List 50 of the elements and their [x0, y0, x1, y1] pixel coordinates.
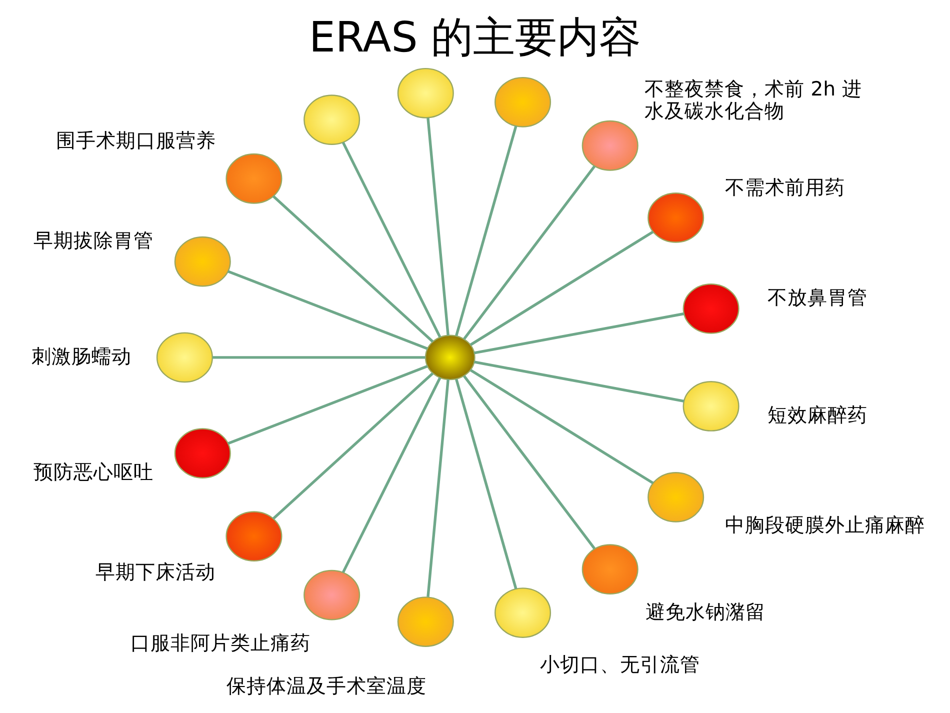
node-circle: [304, 94, 360, 146]
node-circle: [226, 153, 282, 204]
node-label: 不需术前用药: [724, 176, 845, 200]
connector: [470, 368, 654, 484]
connector: [228, 365, 428, 445]
node-circle: [682, 283, 740, 334]
node-label: 短效麻醉药: [767, 404, 868, 427]
node-label: 不放鼻胃管: [767, 286, 868, 309]
node-circle: [494, 76, 552, 128]
node-circle: [682, 381, 740, 432]
node-circle: [397, 596, 454, 647]
diagram-title: ERAS 的主要内容: [308, 12, 642, 62]
node-label: 围手术期口服营养: [56, 128, 216, 152]
node-circle: [156, 332, 213, 383]
node-label: 刺激肠蠕动: [32, 344, 132, 368]
node-label: 小切口、无引流管: [540, 652, 700, 676]
connector: [426, 379, 450, 598]
node-label: 早期拔除胃管: [33, 229, 154, 252]
node-circle: [582, 544, 638, 594]
connector: [462, 375, 596, 550]
connector: [342, 377, 442, 574]
node-circle: [424, 334, 476, 380]
node-label: 中胸段硬膜外止痛麻醉: [724, 513, 925, 536]
node-circle: [582, 120, 638, 171]
node-label: 避免水钠潴留: [646, 600, 766, 624]
connector: [474, 312, 684, 354]
node-circle: [397, 68, 454, 118]
connector: [455, 126, 518, 336]
connector: [455, 378, 518, 590]
node-circle: [648, 192, 704, 243]
node-circle: [174, 236, 231, 287]
connector: [426, 118, 450, 336]
node-label: 口服非阿片类止痛药: [130, 631, 310, 654]
connector: [342, 142, 442, 338]
node-circle: [174, 428, 231, 479]
node-label: 预防恶心呕吐: [33, 460, 154, 484]
node-circle: [226, 511, 282, 562]
connector: [462, 166, 596, 340]
node-label: 早期下床活动: [95, 560, 216, 584]
connector: [470, 230, 654, 346]
connector: [272, 195, 434, 343]
connector: [212, 356, 426, 359]
node-circle: [648, 472, 704, 522]
connector: [228, 270, 428, 350]
connector: [474, 360, 684, 402]
node-circle: [494, 588, 552, 638]
connector: [272, 372, 434, 520]
node-circle: [304, 570, 360, 620]
node-label: 不整夜禁食，术前 2h 进水及碳水化合物: [644, 77, 862, 123]
node-label: 保持体温及手术室温度: [226, 674, 426, 698]
